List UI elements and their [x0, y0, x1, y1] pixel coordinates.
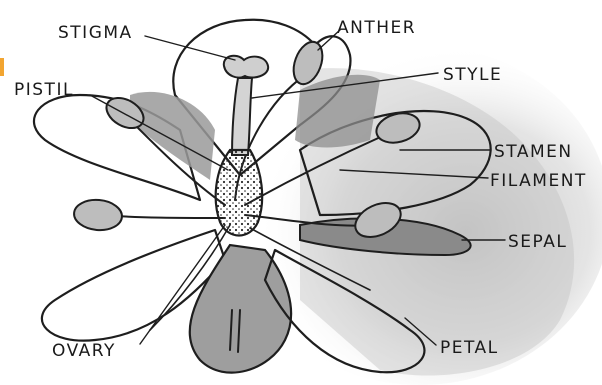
label-style: STYLE	[443, 65, 502, 85]
style	[232, 78, 252, 155]
label-stamen: STAMEN	[494, 142, 573, 162]
label-petal: PETAL	[440, 338, 499, 358]
petal-left-shading	[130, 92, 215, 180]
label-stigma: STIGMA	[58, 23, 133, 43]
anther-left-lower	[73, 198, 123, 232]
orange-accent-mark	[0, 58, 4, 76]
label-anther: ANTHER	[337, 18, 416, 38]
label-sepal: SEPAL	[508, 232, 567, 252]
ovary	[216, 150, 262, 236]
label-pistil: PISTIL	[14, 80, 74, 100]
label-filament: FILAMENT	[490, 171, 587, 191]
label-ovary: OVARY	[52, 341, 116, 361]
leader-stigma	[145, 36, 235, 60]
